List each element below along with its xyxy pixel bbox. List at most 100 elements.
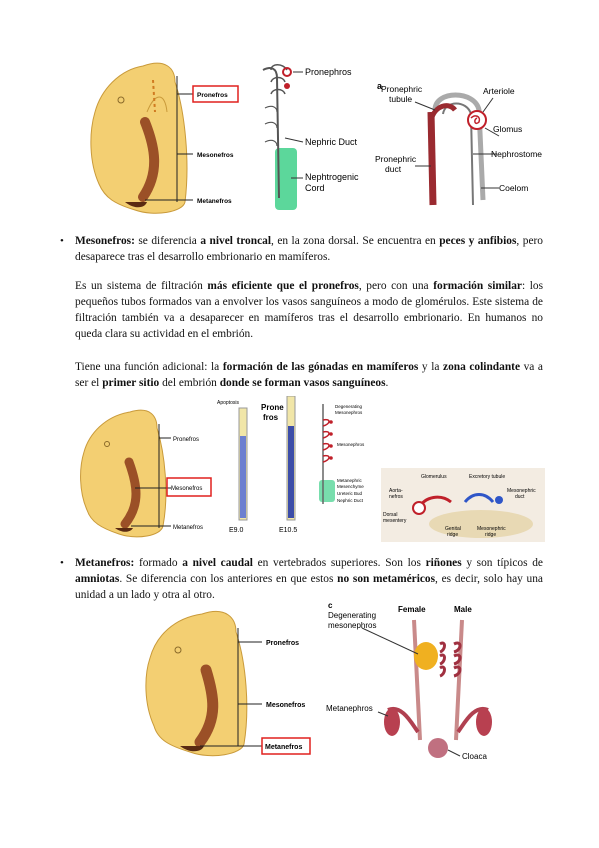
label-genital-ridge: ridge (447, 532, 458, 538)
label-mesonephros-c: mesonephros (328, 621, 376, 630)
embryo-illustration-2: Pronefros Mesonefros Metanefros (80, 409, 212, 538)
embryo-illustration-3: Pronefros Mesonefros Metanefros (145, 610, 311, 757)
text-run: y la (418, 361, 444, 373)
label-coelom: Coelom (499, 183, 528, 193)
label-metanefros: Metanefros (197, 198, 232, 205)
label-female: Female (398, 605, 426, 614)
label-dorsal: Dorsal (383, 512, 397, 518)
paragraph-mesonefros-3: Tiene una función adicional: la formació… (75, 359, 543, 391)
mesonephros-tubes: Degenerating Mesonephros Mesonephros Met… (319, 404, 365, 504)
text-run: en vertebrados superiores. Son los (252, 557, 426, 569)
text-run: va a ser el (75, 361, 543, 389)
label-pronephric-duct-2: duct (385, 164, 402, 174)
label-metanephric: Metanephric (337, 478, 363, 483)
term-metanefros: Metanefros: (75, 557, 135, 569)
bold-run: a nivel troncal (200, 235, 271, 247)
label-pronephric-tubule: Pronephric (381, 84, 423, 94)
label-glomus: Glomus (493, 124, 522, 134)
label-cloaca: Cloaca (462, 752, 487, 761)
label-pronephros: Pronephros (305, 67, 352, 77)
text-run: , en la zona dorsal. Se encuentra en (271, 235, 440, 247)
bullet-mesonefros: • (60, 235, 64, 247)
bold-run: formación de las gónadas en mamíferos (222, 361, 419, 373)
paragraph-mesonefros-2: Es un sistema de filtración más eficient… (75, 278, 543, 342)
label-mesonephric-duct: Mesonephric (507, 488, 536, 494)
bold-run: no son metaméricos (337, 573, 436, 585)
bold-run: donde se forman vasos sanguíneos (219, 377, 386, 389)
label-mesonefros-2: Mesonefros (171, 486, 202, 492)
panel-letter-c: c (328, 601, 333, 610)
bold-run: primer sitio (102, 377, 160, 389)
figure-1: Pronefros Mesonefros Metanefros Pronephr… (85, 52, 545, 222)
text-run: Tiene una función adicional: la (75, 361, 223, 373)
label-e9: E9.0 (229, 527, 244, 534)
paragraph-mesonefros-1: Mesonefros: se diferencia a nivel tronca… (75, 233, 543, 265)
figure-3: Pronefros Mesonefros Metanefros c Female… (140, 600, 500, 772)
label-degenerating-c: Degenerating (328, 611, 376, 620)
label-mesentery: mesentery (383, 518, 407, 524)
text-run: Es un sistema de filtración (75, 280, 208, 292)
label-mesonephric-ridge: Mesonephric (477, 526, 506, 532)
text-run: . (385, 377, 389, 389)
label-nephric-duct-2: Nephric Duct (337, 498, 364, 503)
term-mesonefros: Mesonefros: (75, 235, 135, 247)
label-nephric-duct: Nephric Duct (305, 137, 358, 147)
label-mesenchyme: Mesenchyme (337, 484, 364, 489)
label-mesonephros-tubes: Mesonephros (337, 442, 365, 447)
text-run: : los pequeños tubos formados van a envo… (75, 280, 544, 340)
label-e105: E10.5 (279, 527, 297, 534)
bold-run: peces y anfibios (439, 235, 517, 247)
text-run: , pero con una (358, 280, 434, 292)
bold-run: zona colindante (443, 361, 521, 373)
label-metanefros-3: Metanefros (265, 744, 302, 751)
label-metanephros: Metanephros (326, 704, 373, 713)
label-excretory-tubule: Excretory tubule (469, 474, 505, 480)
bold-run: riñones (425, 557, 462, 569)
panel-letter-a: a (377, 81, 383, 91)
label-nephtrogenic: Nephtrogenic (305, 172, 359, 182)
text-run: , pero desaparece tras el desarrollo emb… (75, 235, 543, 263)
label-arteriole: Arteriole (483, 86, 515, 96)
bold-run: amniotas (75, 573, 120, 585)
label-glomerulus: Glomerulus (421, 474, 447, 480)
metanephros-panel-c: c Female Male Degenerating mesonephros M… (326, 601, 492, 761)
bold-run: a nivel caudal (182, 557, 253, 569)
label-aorta-2: nefros (389, 494, 403, 500)
paragraph-metanefros: Metanefros: formado a nivel caudal en ve… (75, 555, 543, 603)
label-aorta: Aorta- (389, 488, 403, 494)
text-run: , es decir, solo hay una unidad a un lad… (75, 573, 543, 601)
text-run: se diferencia (134, 235, 201, 247)
text-run: y son típicos de (461, 557, 543, 569)
label-male: Male (454, 605, 472, 614)
text-run: . Se diferencia con los anteriores en qu… (119, 573, 338, 585)
pronephros-panel-a: a Pronephric tubule Arteriole Glomus Nep… (375, 81, 542, 206)
label-mesonephric-ridge-2: ridge (485, 532, 496, 538)
label-genital: Genital (445, 526, 461, 532)
bullet-metanefros: • (60, 557, 64, 569)
label-prone: Prone (261, 403, 284, 412)
nephric-duct-diagram: Pronephros Nephric Duct Nephtrogenic Cor… (262, 64, 359, 210)
strip-diagram: Apoptosis Prone fros E9.0 E10.5 (217, 396, 297, 534)
label-pronefros-2: Pronefros (173, 437, 199, 443)
label-mesonefros-3: Mesonefros (266, 702, 305, 709)
text-run: formado (134, 557, 183, 569)
embryo-illustration-1: Pronefros Mesonefros Metanefros (90, 62, 239, 214)
label-nephtrogenic-cord: Cord (305, 183, 325, 193)
text-run: del embrión (159, 377, 220, 389)
label-mesonefros: Mesonefros (197, 152, 234, 159)
bold-run: formación similar (433, 280, 522, 292)
bold-run: más eficiente que el pronefros (207, 280, 359, 292)
figure-2: Pronefros Mesonefros Metanefros Apoptosi… (75, 396, 545, 546)
label-fros: fros (263, 413, 279, 422)
label-apoptosis: Apoptosis (217, 400, 239, 406)
label-pronephric-tubule-2: tubule (389, 94, 412, 104)
label-pronefros: Pronefros (197, 92, 228, 99)
label-metanefros-2: Metanefros (173, 525, 203, 531)
label-nephrostome: Nephrostome (491, 149, 542, 159)
label-degenerating: Degenerating (335, 404, 363, 409)
label-mesonephric-duct-2: duct (515, 494, 525, 500)
label-ureteric-bud: Ureteric Bud (337, 491, 363, 496)
cross-section-diagram: Glomerulus Excretory tubule Aorta- nefro… (381, 468, 545, 542)
label-pronefros-3: Pronefros (266, 640, 299, 647)
label-pronephric-duct: Pronephric (375, 154, 417, 164)
